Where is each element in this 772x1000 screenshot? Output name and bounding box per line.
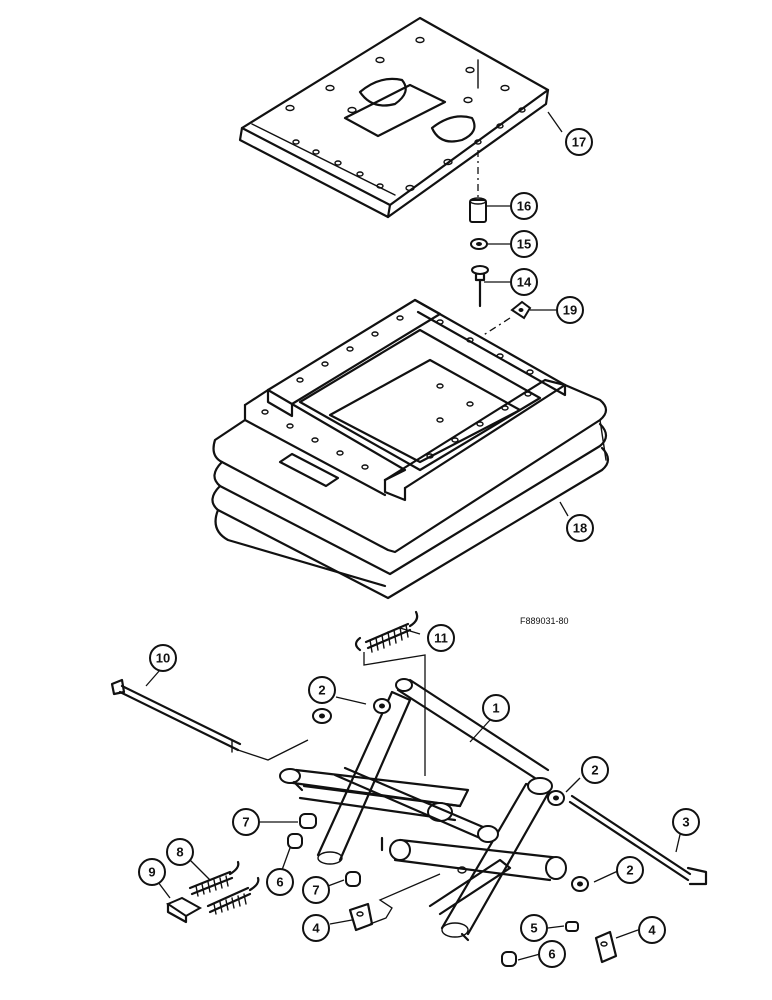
long-pivot-rod-right <box>568 794 708 886</box>
callout-7-lower: 7 <box>302 876 330 904</box>
callout-2-top: 2 <box>308 676 336 704</box>
callout-2-right: 2 <box>581 756 609 784</box>
callout-10: 10 <box>149 644 177 672</box>
svg-text:14: 14 <box>517 275 532 290</box>
roller-small <box>287 833 517 967</box>
roller <box>299 813 361 887</box>
callout-2-lower: 2 <box>616 856 644 884</box>
figure-reference: F889031-80 <box>520 616 569 626</box>
lock-washer <box>470 238 488 250</box>
callout-9: 9 <box>138 858 166 886</box>
svg-text:11: 11 <box>434 631 448 646</box>
suspension-frame-bellows <box>211 298 610 600</box>
svg-text:15: 15 <box>517 237 531 252</box>
svg-text:2: 2 <box>591 763 598 778</box>
callout-3: 3 <box>672 808 700 836</box>
svg-text:4: 4 <box>648 923 656 938</box>
spacer-bushing <box>469 197 487 223</box>
svg-text:3: 3 <box>682 815 689 830</box>
slide-bracket <box>348 902 618 964</box>
svg-text:6: 6 <box>548 947 555 962</box>
callout-14: 14 <box>510 268 538 296</box>
svg-text:7: 7 <box>312 883 319 898</box>
nut <box>510 300 532 320</box>
svg-text:7: 7 <box>242 815 249 830</box>
callout-5: 5 <box>520 914 548 942</box>
callout-17: 17 <box>565 128 593 156</box>
svg-text:18: 18 <box>573 521 587 536</box>
callout-19: 19 <box>556 296 584 324</box>
svg-text:1: 1 <box>492 701 499 716</box>
svg-text:9: 9 <box>148 865 155 880</box>
callout-1: 1 <box>482 694 510 722</box>
scissor-linkage <box>279 678 567 938</box>
svg-text:4: 4 <box>312 921 320 936</box>
svg-text:6: 6 <box>276 875 283 890</box>
svg-text:2: 2 <box>318 683 325 698</box>
slide-bushing <box>565 921 579 932</box>
seat-top-plate <box>238 16 550 219</box>
long-pivot-rod-left <box>110 678 242 753</box>
spring-anchor-block <box>165 896 203 924</box>
tension-spring-pair <box>188 860 260 915</box>
svg-text:8: 8 <box>176 845 183 860</box>
callout-6-left: 6 <box>266 868 294 896</box>
callout-15: 15 <box>510 230 538 258</box>
svg-text:5: 5 <box>530 921 537 936</box>
pivot-bushing <box>312 698 589 892</box>
callout-18: 18 <box>566 514 594 542</box>
svg-text:16: 16 <box>517 199 531 214</box>
callout-6-right: 6 <box>538 940 566 968</box>
callout-4-left: 4 <box>302 914 330 942</box>
bolt <box>471 265 489 308</box>
callout-7-left: 7 <box>232 808 260 836</box>
callout-4-right: 4 <box>638 916 666 944</box>
svg-text:2: 2 <box>626 863 633 878</box>
svg-text:10: 10 <box>156 651 170 666</box>
callout-8: 8 <box>166 838 194 866</box>
svg-text:17: 17 <box>572 135 586 150</box>
callout-11: 11 <box>427 624 455 652</box>
upper-tension-spring <box>354 610 419 653</box>
callout-16: 16 <box>510 192 538 220</box>
svg-text:19: 19 <box>563 303 577 318</box>
